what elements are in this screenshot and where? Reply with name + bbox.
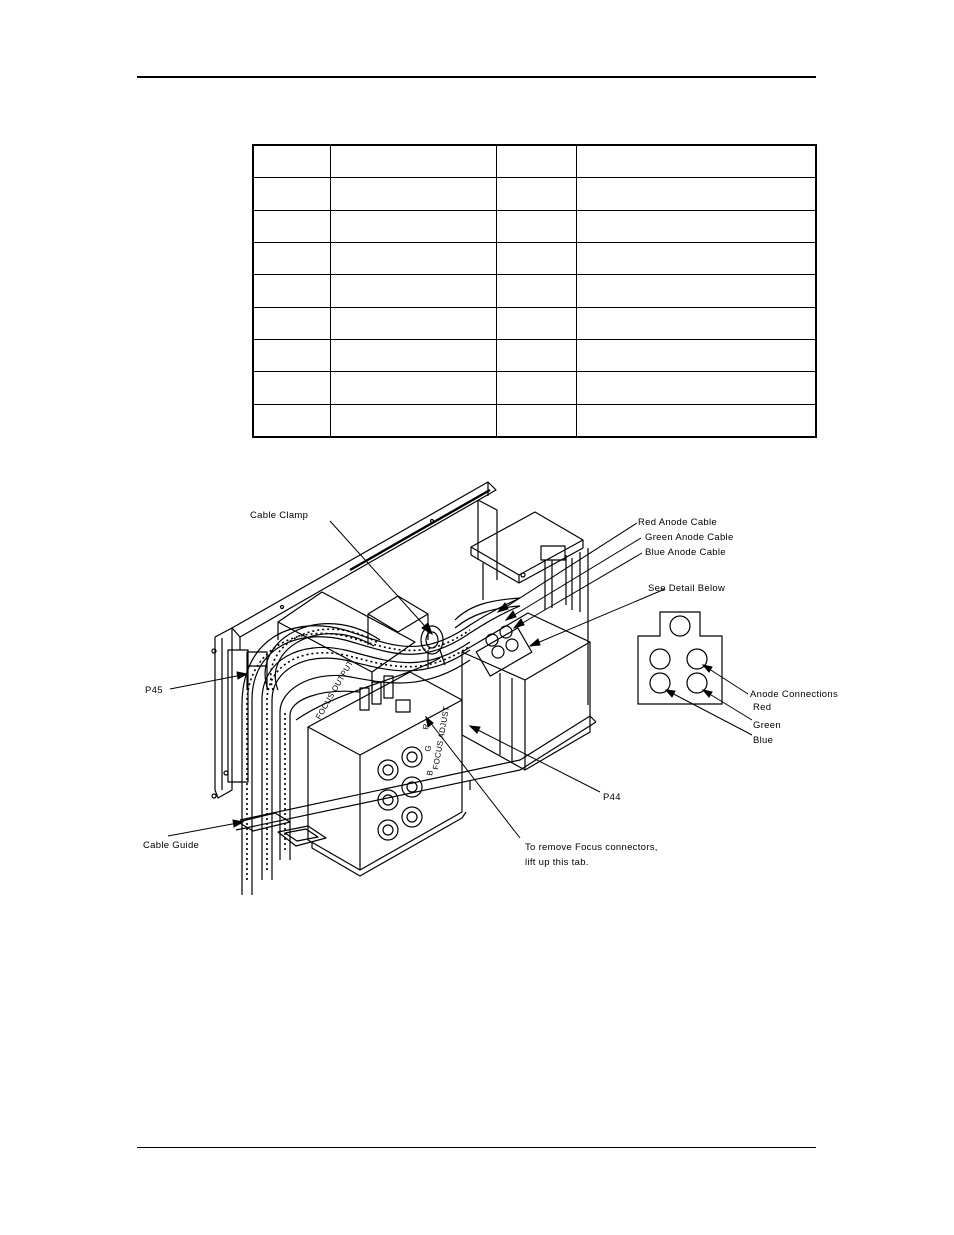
table-cell (575, 403, 817, 438)
hv-transformer-block (461, 612, 591, 771)
anode-socket-detail (637, 611, 723, 705)
table-row (252, 403, 817, 438)
label-red-anode-cable: Red Anode Cable (638, 517, 717, 528)
cable-guide (237, 812, 327, 847)
label-p45: P45 (145, 685, 163, 696)
label-green: Green (753, 720, 781, 731)
label-green-anode-cable: Green Anode Cable (645, 532, 734, 543)
table-cell (252, 144, 331, 179)
callout-labels: Cable Clamp Red Anode Cable Green Anode … (143, 510, 838, 868)
table-row (252, 209, 817, 243)
label-focus-note-line2: lift up this tab. (525, 857, 589, 868)
table-row (252, 177, 817, 211)
label-blue: Blue (753, 735, 773, 746)
table-row (252, 306, 817, 340)
chassis-side-plate (211, 627, 249, 799)
chassis-base-plate (235, 715, 597, 831)
table-cell (495, 274, 577, 308)
label-p44: P44 (603, 792, 621, 803)
table-cell (575, 241, 817, 276)
table-cell (329, 144, 497, 179)
rear-bracket (470, 499, 589, 705)
leader-lines (167, 520, 753, 839)
label-cable-guide: Cable Guide (143, 840, 199, 851)
footer-rule (137, 1147, 816, 1148)
label-blue-anode-cable: Blue Anode Cable (645, 547, 726, 558)
table-cell (495, 403, 577, 438)
p45-connector (246, 651, 268, 690)
label-cable-clamp: Cable Clamp (250, 510, 308, 521)
label-anode-connections: Anode Connections (750, 689, 838, 700)
table-cell (252, 209, 331, 243)
label-red: Red (753, 702, 771, 713)
label-g: G (423, 744, 433, 752)
table-cell (575, 371, 817, 405)
header-rule (137, 76, 816, 78)
yoke-block (277, 591, 429, 690)
label-focus-output: FOCUS OUTPUT (314, 659, 355, 721)
table-cell (575, 177, 817, 211)
chassis-back-plate (231, 481, 497, 650)
table-cell (329, 403, 497, 438)
table-row (252, 274, 817, 308)
table-cell (252, 241, 331, 276)
table-cell (252, 274, 331, 308)
table-cell (575, 274, 817, 308)
table-cell (329, 274, 497, 308)
table-cell (329, 371, 497, 405)
table-body (252, 144, 817, 438)
label-r: R (421, 723, 431, 731)
table-cell (495, 371, 577, 405)
table-row (252, 241, 817, 276)
table-cell (329, 241, 497, 276)
table-cell (329, 177, 497, 211)
table-cell (495, 177, 577, 211)
label-focus-note-line1: To remove Focus connectors, (525, 842, 658, 853)
label-b: B (425, 769, 435, 776)
label-see-detail-below: See Detail Below (648, 583, 725, 594)
data-table (252, 144, 817, 438)
table-cell (252, 177, 331, 211)
table-cell (575, 209, 817, 243)
table-row (252, 371, 817, 405)
